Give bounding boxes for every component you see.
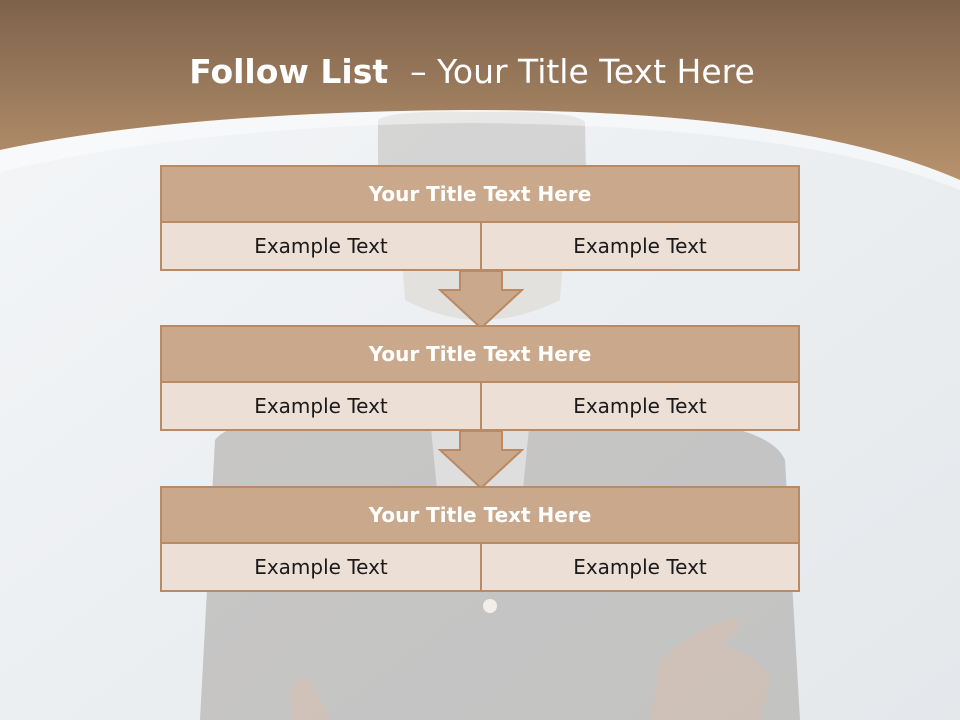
header-arc <box>0 110 960 190</box>
step-2-left-cell: Example Text <box>162 383 482 429</box>
step-2-heading: Your Title Text Here <box>162 327 798 383</box>
step-2-right-cell: Example Text <box>482 383 798 429</box>
step-box-1: Your Title Text Here Example Text Exampl… <box>160 165 800 271</box>
step-3-heading: Your Title Text Here <box>162 488 798 544</box>
step-3-right-cell: Example Text <box>482 544 798 590</box>
header-band <box>0 0 960 180</box>
page-title: Follow List – Your Title Text Here <box>0 52 944 91</box>
step-box-2: Your Title Text Here Example Text Exampl… <box>160 325 800 431</box>
step-1-heading: Your Title Text Here <box>162 167 798 223</box>
title-rest: – Your Title Text Here <box>399 52 755 91</box>
step-1-left-cell: Example Text <box>162 223 482 269</box>
step-3-left-cell: Example Text <box>162 544 482 590</box>
down-arrow-icon <box>438 430 524 490</box>
step-box-3: Your Title Text Here Example Text Exampl… <box>160 486 800 592</box>
down-arrow-icon <box>438 270 524 330</box>
step-1-right-cell: Example Text <box>482 223 798 269</box>
title-bold: Follow List <box>189 52 400 91</box>
